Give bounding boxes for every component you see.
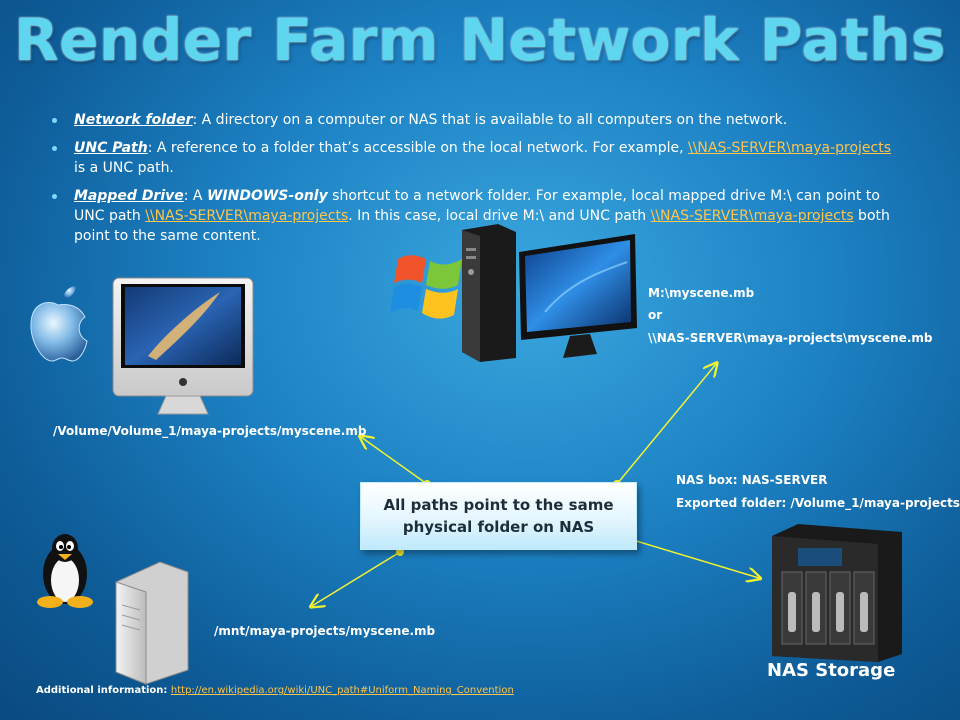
- bullet-dot: [52, 146, 57, 151]
- windows-path-2: \\NAS-SERVER\maya-projects\myscene.mb: [648, 331, 933, 345]
- unc-link[interactable]: \\NAS-SERVER\maya-projects: [145, 208, 349, 224]
- apple-logo-icon: [30, 286, 88, 362]
- definition-text: both point to the same content.: [74, 208, 890, 244]
- bullet-unc-path: UNC Path: A reference to a folder that’s…: [52, 138, 902, 178]
- definition-text: is a UNC path.: [74, 160, 174, 176]
- definition-text: : A: [183, 188, 207, 204]
- pc-tower-icon: [462, 224, 516, 362]
- monitor-icon: [519, 234, 637, 358]
- center-callout: All paths point to the same physical fol…: [360, 482, 637, 550]
- definitions-list: Network folder: A directory on a compute…: [52, 110, 902, 254]
- term-network-folder: Network folder: [74, 112, 193, 128]
- term-unc-path: UNC Path: [74, 140, 148, 156]
- page-title: Render Farm Network Paths: [13, 6, 947, 74]
- bullet-dot: [52, 194, 57, 199]
- term-mapped-drive: Mapped Drive: [74, 188, 184, 204]
- bullet-network-folder: Network folder: A directory on a compute…: [52, 110, 902, 130]
- connector-dot: [396, 548, 404, 556]
- unc-link[interactable]: \\NAS-SERVER\maya-projects: [688, 140, 891, 156]
- windows-logo-icon: [390, 255, 462, 319]
- bullet-dot: [52, 118, 57, 123]
- unc-link[interactable]: \\NAS-SERVER\maya-projects: [650, 208, 854, 224]
- footer: Additional information: http://en.wikipe…: [36, 685, 514, 696]
- windows-only-emphasis: WINDOWS-only: [206, 188, 328, 204]
- linux-tux-icon: [37, 534, 93, 608]
- linux-path: /mnt/maya-projects/myscene.mb: [214, 624, 436, 638]
- nas-storage-label: NAS Storage: [767, 660, 896, 681]
- arrow-to-nas: [632, 539, 759, 578]
- definition-text: shortcut to a network folder. For exampl…: [74, 188, 880, 224]
- definition-text: : A reference to a folder that’s accessi…: [147, 140, 688, 156]
- imac-icon: [112, 277, 254, 415]
- arrow-to-mac: [361, 437, 428, 485]
- center-callout-text: All paths point to the same physical fol…: [383, 496, 614, 536]
- definition-text: : A directory on a computer or NAS that …: [192, 112, 788, 128]
- bullet-mapped-drive: Mapped Drive: A WINDOWS-only shortcut to…: [52, 186, 902, 246]
- windows-path-1: M:\myscene.mb: [648, 286, 755, 300]
- windows-path-or: or: [648, 308, 663, 322]
- nas-exported-folder: Exported folder: /Volume_1/maya-projects: [676, 496, 960, 510]
- footer-label: Additional information:: [36, 685, 171, 696]
- mac-path: /Volume/Volume_1/maya-projects/myscene.m…: [53, 424, 367, 438]
- server-icon: [115, 561, 189, 685]
- nas-box-name: NAS box: NAS-SERVER: [676, 473, 828, 487]
- nas-device-icon: [772, 524, 902, 662]
- arrow-to-linux: [312, 551, 401, 606]
- footer-link[interactable]: http://en.wikipedia.org/wiki/UNC_path#Un…: [170, 685, 514, 696]
- definition-text: . In this case, local drive M:\ and UNC …: [348, 208, 651, 224]
- arrow-to-windows: [616, 364, 716, 485]
